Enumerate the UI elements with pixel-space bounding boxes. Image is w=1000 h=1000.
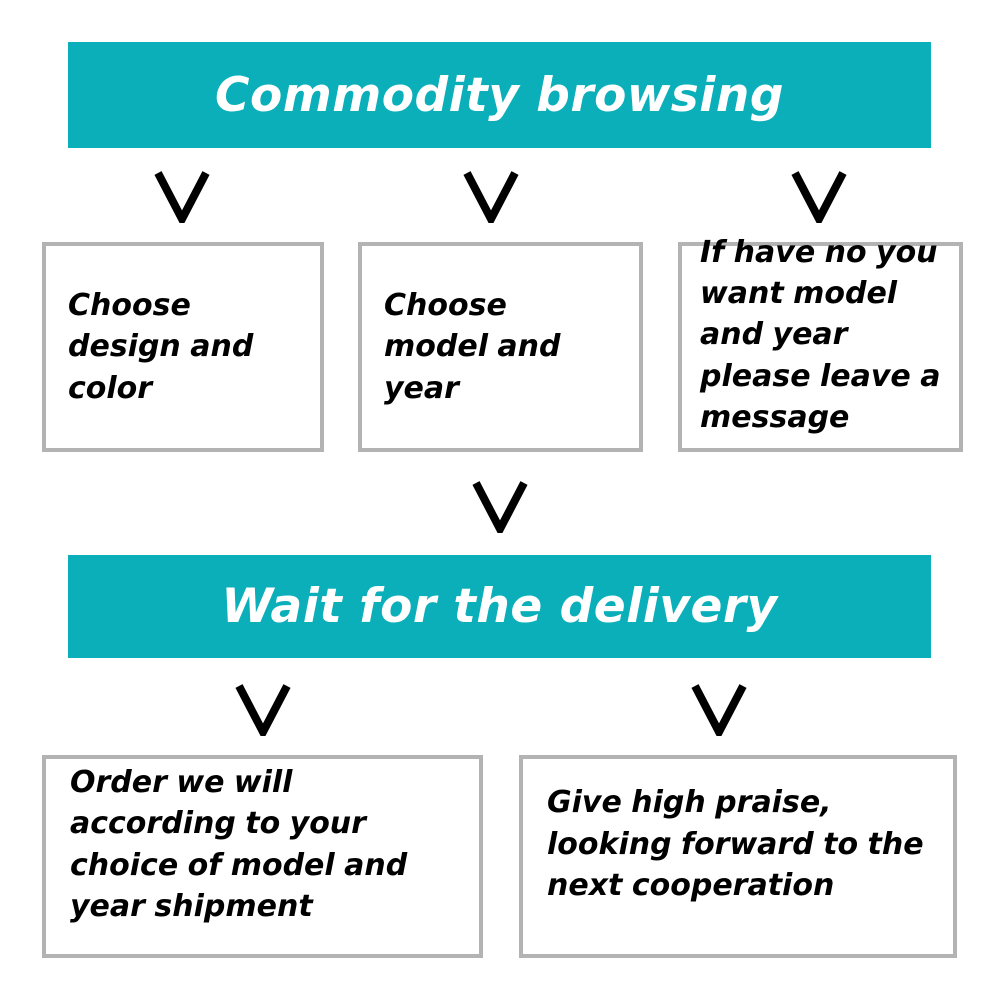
chevron-down-icon bbox=[234, 682, 292, 736]
chevron-down-icon bbox=[153, 169, 211, 223]
step-box-cooperation: Give high praise, looking forward to the… bbox=[519, 755, 957, 958]
banner-wait-for-delivery-label: Wait for the delivery bbox=[221, 579, 778, 634]
banner-commodity-browsing-label: Commodity browsing bbox=[215, 67, 784, 123]
step-box-shipment: Order we will according to your choice o… bbox=[42, 755, 483, 958]
chevron-down-icon bbox=[790, 169, 848, 223]
step-box-choose-design: Choose design and color bbox=[42, 242, 324, 452]
banner-wait-for-delivery: Wait for the delivery bbox=[68, 555, 931, 658]
step-box-choose-model: Choose model and year bbox=[358, 242, 643, 452]
chevron-down-icon bbox=[471, 479, 529, 533]
step-box-leave-message-label: If have no you want model and year pleas… bbox=[700, 234, 941, 436]
step-box-cooperation-label: Give high praise, looking forward to the… bbox=[547, 785, 924, 904]
step-box-shipment-label: Order we will according to your choice o… bbox=[70, 764, 408, 924]
chevron-down-icon bbox=[690, 682, 748, 736]
step-box-choose-design-label: Choose design and color bbox=[68, 287, 254, 406]
banner-commodity-browsing: Commodity browsing bbox=[68, 42, 931, 148]
step-box-leave-message: If have no you want model and year pleas… bbox=[678, 235, 963, 452]
chevron-down-icon bbox=[462, 169, 520, 223]
step-box-choose-model-label: Choose model and year bbox=[384, 287, 561, 406]
